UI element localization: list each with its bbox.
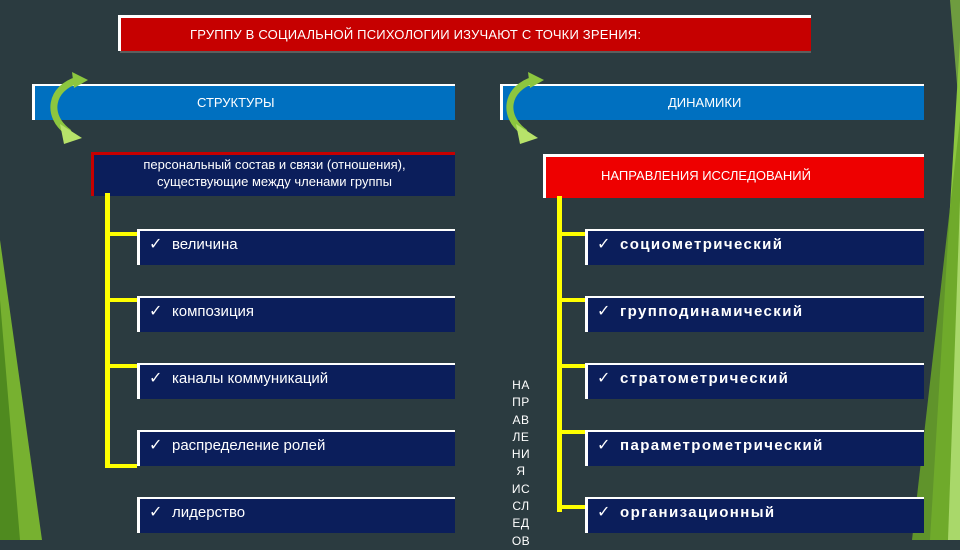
- vertical-label-part: СЛ: [512, 499, 530, 514]
- check-icon: ✓: [597, 370, 611, 387]
- structure-item: ✓ композиция: [137, 296, 455, 332]
- vertical-label: НА ПР АВ ЛЕ НИ Я ИС СЛ ЕД ОВ: [500, 377, 542, 550]
- curved-arrow-icon: [50, 72, 88, 144]
- vertical-label-part: ПР: [512, 395, 530, 410]
- direction-item: ✓ стратометрический: [585, 363, 924, 399]
- vertical-label-part: НА: [512, 378, 530, 392]
- check-icon: ✓: [149, 437, 163, 454]
- check-icon: ✓: [597, 303, 611, 320]
- structure-item-label: распределение ролей: [172, 437, 326, 454]
- left-connector-tick: [105, 364, 137, 368]
- check-icon: ✓: [149, 504, 163, 521]
- right-connector-vertical: [557, 196, 562, 512]
- dynamics-heading: ДИНАМИКИ: [500, 84, 924, 120]
- left-connector-tick: [105, 232, 137, 236]
- definition-line-1: персональный состав и связи (отношения),: [143, 157, 406, 172]
- left-connector-tick: [105, 298, 137, 302]
- direction-item-label: стратометрический: [620, 370, 790, 387]
- structure-heading-label: СТРУКТУРЫ: [197, 95, 275, 110]
- structure-item: ✓ лидерство: [137, 497, 455, 533]
- direction-item: ✓ групподинамический: [585, 296, 924, 332]
- structure-item: ✓ распределение ролей: [137, 430, 455, 466]
- direction-item: ✓ социометрический: [585, 229, 924, 265]
- check-icon: ✓: [597, 504, 611, 521]
- right-connector-tick: [557, 232, 587, 236]
- right-connector-tick: [557, 505, 587, 509]
- direction-item-label: социометрический: [620, 236, 784, 253]
- structure-item-label: каналы коммуникаций: [172, 370, 329, 387]
- structure-item-label: величина: [172, 236, 238, 253]
- structure-item-label: композиция: [172, 303, 255, 320]
- structure-definition: персональный состав и связи (отношения),…: [91, 152, 455, 196]
- vertical-label-part: АВ: [512, 412, 530, 427]
- direction-item: ✓ организационный: [585, 497, 924, 533]
- vertical-label-part: ОВ: [511, 533, 531, 548]
- structure-heading: СТРУКТУРЫ: [32, 84, 455, 120]
- dynamics-heading-label: ДИНАМИКИ: [668, 95, 742, 110]
- vertical-label-part: ЕД: [512, 516, 530, 531]
- page-title: ГРУППУ В СОЦИАЛЬНОЙ ПСИХОЛОГИИ ИЗУЧАЮТ С…: [118, 15, 811, 51]
- structure-item: ✓ каналы коммуникаций: [137, 363, 455, 399]
- right-connector-tick: [557, 364, 587, 368]
- vertical-label-part: НИ: [511, 447, 531, 462]
- curved-arrow-icon: [506, 72, 544, 144]
- direction-item-label: групподинамический: [620, 303, 804, 320]
- vertical-label-part: ЛЕ: [512, 429, 530, 444]
- research-directions-heading: НАПРАВЛЕНИЯ ИССЛЕДОВАНИЙ: [543, 154, 924, 198]
- structure-item: ✓ величина: [137, 229, 455, 265]
- vertical-label-part: Я: [516, 464, 526, 479]
- check-icon: ✓: [149, 303, 163, 320]
- direction-item-label: параметрометрический: [620, 437, 824, 454]
- left-connector-tick: [105, 464, 137, 468]
- check-icon: ✓: [597, 236, 611, 253]
- structure-item-label: лидерство: [172, 504, 246, 521]
- right-connector-tick: [557, 430, 587, 434]
- check-icon: ✓: [149, 370, 163, 387]
- check-icon: ✓: [149, 236, 163, 253]
- direction-item-label: организационный: [620, 504, 776, 521]
- check-icon: ✓: [597, 437, 611, 454]
- definition-line-2: существующие между членами группы: [157, 174, 392, 189]
- title-shadow: [120, 51, 811, 53]
- right-connector-tick: [557, 298, 587, 302]
- direction-item: ✓ параметрометрический: [585, 430, 924, 466]
- left-connector-vertical: [105, 193, 110, 468]
- vertical-label-part: ИС: [511, 481, 531, 496]
